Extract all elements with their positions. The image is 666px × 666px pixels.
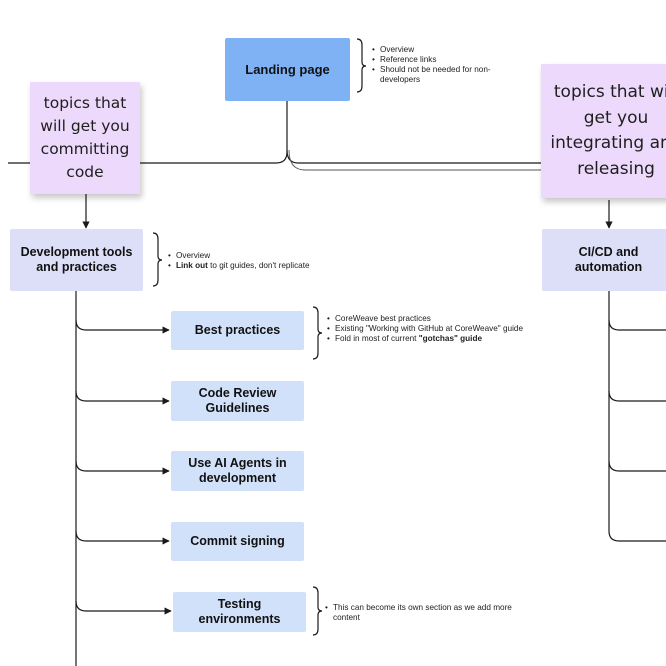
best-practices-notes: CoreWeave best practices Existing "Worki… [327,314,537,344]
best-practices-note-item: Existing "Working with GitHub at CoreWea… [327,324,537,334]
ai-agents-node[interactable]: Use AI Agents in development [171,451,304,491]
testing-environments-node[interactable]: Testing environments [173,592,306,632]
best-practices-note-item: CoreWeave best practices [327,314,537,324]
brace-landing [356,38,367,93]
sticky-note-committing-text: topics that will get you committing code [40,93,130,182]
devtools-note-item: Link out to git guides, don't replicate [168,261,368,271]
branch-commit-signing [75,530,170,545]
branch-testing [75,600,172,615]
landing-page-node[interactable]: Landing page [225,38,350,101]
commit-signing-label: Commit signing [190,534,285,548]
development-tools-node[interactable]: Development tools and practices [10,229,143,291]
brace-devtools [152,232,163,287]
sticky-note-integrating-text: topics that will get you integrating and… [550,82,666,179]
landing-note-item: Should not be needed for non-developers [372,65,492,85]
cicd-branch-3 [608,460,666,472]
cicd-branch-1 [608,319,666,331]
branch-ai-agents [75,460,170,475]
cicd-label: CI/CD and automation [574,245,643,274]
brace-best-practices [312,306,323,360]
devtools-notes: Overview Link out to git guides, don't r… [168,251,368,271]
landing-connector-right-lower [288,149,666,171]
branch-best-practices [75,319,170,334]
landing-note-item: Reference links [372,55,492,65]
sticky-note-committing[interactable]: topics that will get you committing code [30,82,140,194]
brace-testing [312,586,323,636]
branch-code-review [75,390,170,405]
landing-page-label: Landing page [245,61,330,77]
link-out-emphasis: Link out [176,261,208,270]
commit-signing-node[interactable]: Commit signing [171,522,304,561]
devtools-note-item: Overview [168,251,368,261]
development-tools-label: Development tools and practices [20,245,133,274]
ai-agents-label: Use AI Agents in development [188,456,287,485]
code-review-label: Code Review Guidelines [198,386,277,415]
gotchas-emphasis: "gotchas" guide [418,334,482,343]
best-practices-node[interactable]: Best practices [171,311,304,350]
best-practices-label: Best practices [194,323,281,337]
cicd-node[interactable]: CI/CD and automation [542,229,666,291]
cicd-branch-2 [608,390,666,402]
landing-notes: Overview Reference links Should not be n… [372,45,492,85]
best-practices-note-item: Fold in most of current "gotchas" guide [327,334,537,344]
testing-note-item: This can become its own section as we ad… [325,603,525,623]
cicd-trunk [608,291,666,542]
landing-note-item: Overview [372,45,492,55]
sticky-note-integrating[interactable]: topics that will get you integrating and… [541,64,666,198]
testing-environments-label: Testing environments [198,597,281,626]
testing-notes: This can become its own section as we ad… [325,603,525,623]
code-review-node[interactable]: Code Review Guidelines [171,381,304,421]
